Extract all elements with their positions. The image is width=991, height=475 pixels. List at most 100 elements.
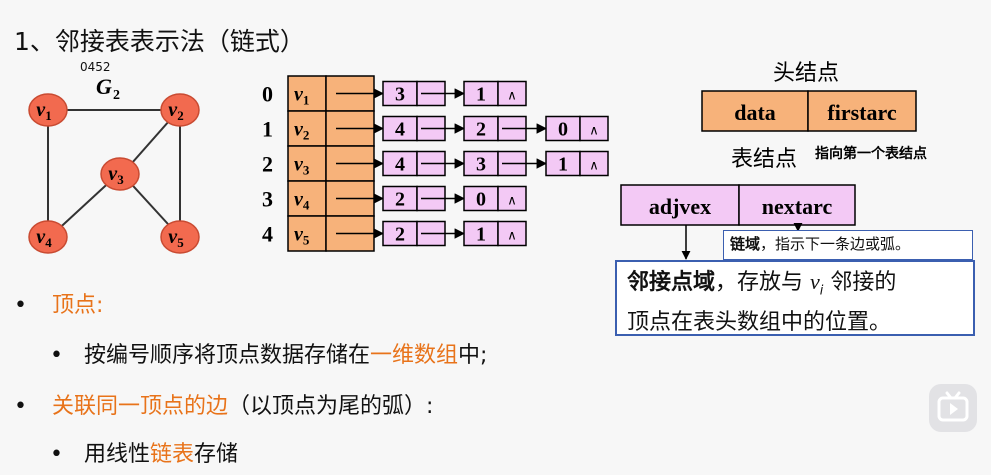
bullet-vertex-label: 顶点: [51, 293, 104, 318]
list-node-adjvex [545, 150, 581, 177]
null-pointer: ∧ [507, 194, 517, 209]
vertex-circle [100, 157, 140, 191]
bullet-edge-label: 关联同一顶点的边 [51, 394, 228, 419]
vertex-label: v4 [36, 226, 52, 250]
row-index: 2 [262, 152, 273, 177]
adjvex-note-text-a: ，存放与 [715, 270, 811, 295]
list-node-value: 0 [476, 189, 486, 211]
null-pointer: ∧ [507, 89, 517, 104]
list-node-value: 2 [395, 224, 405, 246]
play-icon [937, 391, 969, 422]
vertex-label: v1 [36, 99, 51, 123]
vertex-label: v3 [108, 163, 124, 187]
list-node-value: 1 [558, 154, 568, 176]
list-node-value: 4 [395, 154, 405, 176]
list-node-adjvex [382, 115, 418, 142]
table-node-adjvex-label: adjvex [649, 194, 711, 219]
head-node-note: 指向第一个表结点 [815, 145, 927, 162]
head-node-caption: 头结点 [773, 61, 839, 86]
chain-field-note: 链域，指示下一条边或弧。 [723, 230, 973, 260]
list-node-value: 2 [395, 189, 405, 211]
bullet-dot: • [14, 394, 27, 419]
list-node-value: 1 [476, 84, 486, 106]
list-node-adjvex [382, 220, 418, 247]
head-vertex-label: v3 [294, 154, 310, 178]
list-node-adjvex [382, 185, 418, 212]
bullet-edge-rest: （以顶点为尾的弧）: [228, 394, 434, 419]
head-node-data-field [701, 90, 809, 132]
bullet-edge: • 关联同一顶点的边（以顶点为尾的弧）: [14, 388, 433, 420]
list-node-value: 3 [476, 154, 486, 176]
edge-v3-v4 [51, 175, 117, 236]
bullet-edge-sub-highlight: 链表 [150, 442, 195, 467]
chain-field-note-text: ，指示下一条边或弧。 [760, 235, 911, 253]
head-vertex-label: v5 [294, 224, 310, 248]
bullet-dot: • [50, 442, 63, 467]
head-vertex-cell [287, 215, 327, 252]
head-vertex-label: v4 [294, 189, 310, 213]
adjvex-note-var: v [810, 269, 820, 294]
list-node-value: 4 [395, 119, 405, 141]
head-node-structure: 头结点 data firstarc 指向第一个表结点 [701, 61, 927, 162]
watermark: 0452 [80, 60, 111, 74]
adjvex-note-line1: 邻接点域，存放与 vi 邻接的 [627, 266, 973, 307]
table-node-structure: 表结点 adjvex nextarc [620, 147, 856, 260]
list-node-next [579, 115, 609, 142]
bullet-vertex-sub-a: 按编号顺序将顶点数据存储在 [83, 343, 370, 368]
vertex-v3: v3 [100, 157, 140, 191]
null-pointer: ∧ [589, 159, 599, 174]
adjvex-field-note: 邻接点域，存放与 vi 邻接的 顶点在表头数组中的位置。 [615, 260, 975, 336]
head-vertex-cell [287, 180, 327, 217]
adjvex-note-text-b: 邻接的 [823, 270, 897, 295]
list-node-value: 0 [558, 119, 568, 141]
row-index: 4 [262, 222, 273, 247]
bullet-vertex-sub-b: 中; [458, 343, 488, 368]
table-node-caption: 表结点 [731, 147, 797, 172]
list-node-next [497, 220, 527, 247]
row-index: 0 [262, 82, 273, 107]
bullet-vertex: • 顶点: [14, 287, 103, 319]
graph-subscript: 2 [113, 88, 120, 103]
adjacency-row-2: 2 v3 4 3 1 ∧ [262, 145, 609, 182]
list-node-value: 3 [395, 84, 405, 106]
list-node-value: 2 [476, 119, 486, 141]
null-pointer: ∧ [589, 124, 599, 139]
adjvex-note-bold: 邻接点域 [627, 270, 716, 295]
bullet-dot: • [50, 343, 63, 368]
list-node-next [497, 80, 527, 107]
list-node-adjvex [382, 150, 418, 177]
head-vertex-label: v2 [294, 119, 309, 143]
bullet-edge-sub: • 用线性链表存储 [50, 436, 238, 468]
bullet-edge-sub-b: 存储 [194, 442, 239, 467]
list-node-adjvex [463, 150, 499, 177]
bullet-vertex-sub: • 按编号顺序将顶点数据存储在一维数组中; [50, 337, 487, 369]
list-node-adjvex [545, 115, 581, 142]
bullet-edge-sub-a: 用线性 [83, 442, 150, 467]
head-node-firstarc-label: firstarc [827, 100, 896, 125]
list-node-value: 1 [476, 224, 486, 246]
bullet-dot: • [14, 293, 27, 318]
vertex-circle [28, 220, 68, 254]
vertex-circle [160, 220, 200, 254]
vertex-v1: v1 [28, 93, 68, 127]
table-node-adjvex-field [620, 184, 740, 226]
vertex-label: v5 [168, 226, 184, 250]
play-button[interactable] [929, 384, 977, 432]
table-node-nextarc-label: nextarc [762, 194, 833, 219]
vertex-label: v2 [168, 99, 183, 123]
list-node-adjvex [463, 115, 499, 142]
graph-name: G [96, 74, 112, 99]
adjvex-note-line2: 顶点在表头数组中的位置。 [627, 310, 892, 336]
page-title: 1、邻接表表示法（链式） [14, 27, 305, 56]
head-vertex-cell [287, 145, 327, 182]
head-node-data-label: data [734, 100, 776, 125]
head-node-firstarc-field [807, 90, 917, 132]
vertex-circle [160, 93, 200, 127]
graph-g2: G 2 v1 v2 v3 v4 v5 [28, 74, 200, 254]
vertex-v4: v4 [28, 220, 68, 254]
vertex-v2: v2 [160, 93, 200, 127]
